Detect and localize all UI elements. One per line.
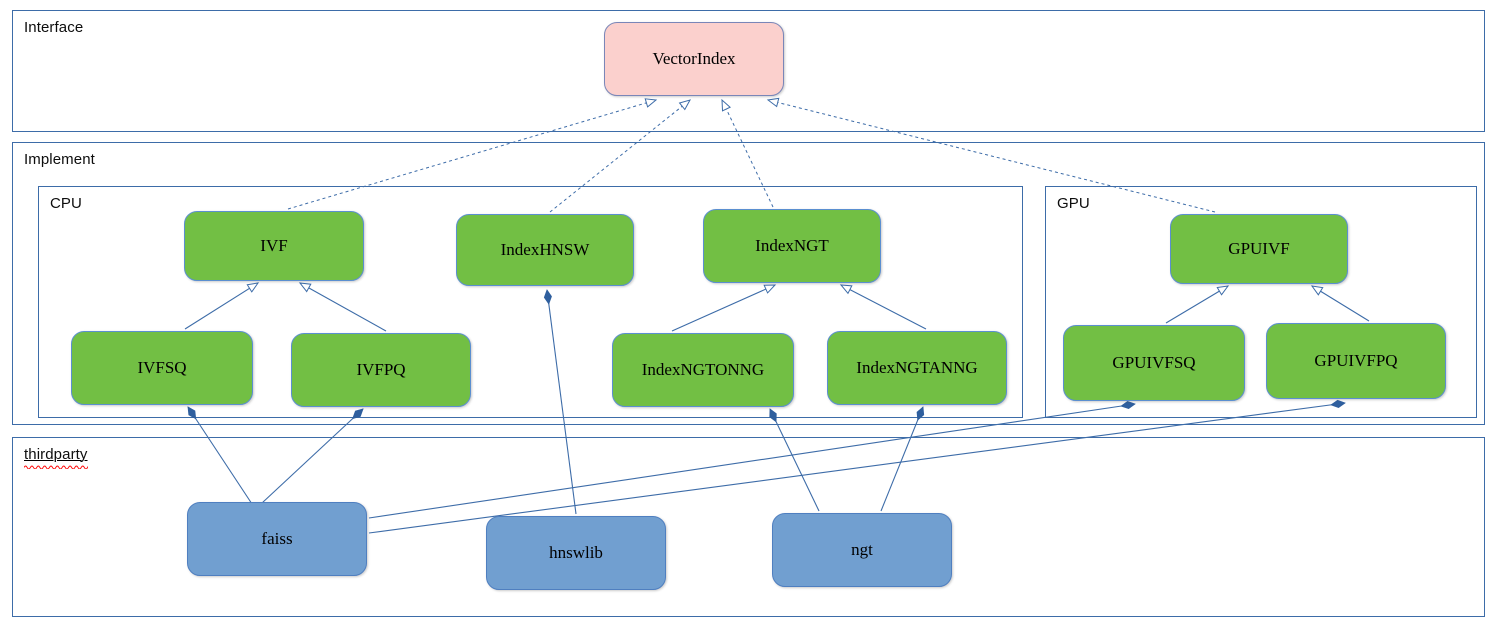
group-label-gpu: GPU — [1057, 195, 1090, 212]
node-vectorindex[interactable]: VectorIndex — [604, 22, 784, 96]
node-indexhnsw[interactable]: IndexHNSW — [456, 214, 634, 286]
group-label-cpu: CPU — [50, 195, 82, 212]
node-gpuivfsq[interactable]: GPUIVFSQ — [1063, 325, 1245, 401]
group-label-implement: Implement — [24, 151, 95, 168]
group-label-interface: Interface — [24, 19, 84, 36]
node-indexngt[interactable]: IndexNGT — [703, 209, 881, 283]
node-indexngtanng[interactable]: IndexNGTANNG — [827, 331, 1007, 405]
node-ivfsq[interactable]: IVFSQ — [71, 331, 253, 405]
node-ivfpq[interactable]: IVFPQ — [291, 333, 471, 407]
spellcheck-squiggle-icon — [24, 465, 88, 469]
group-label-thirdparty-text: thirdparty — [24, 446, 88, 463]
node-indexngtonng[interactable]: IndexNGTONNG — [612, 333, 794, 407]
node-gpuivf[interactable]: GPUIVF — [1170, 214, 1348, 284]
node-faiss[interactable]: faiss — [187, 502, 367, 576]
node-gpuivfpq[interactable]: GPUIVFPQ — [1266, 323, 1446, 399]
node-hnswlib[interactable]: hnswlib — [486, 516, 666, 590]
group-label-thirdparty: thirdparty — [24, 446, 88, 469]
node-ivf[interactable]: IVF — [184, 211, 364, 281]
node-ngt[interactable]: ngt — [772, 513, 952, 587]
